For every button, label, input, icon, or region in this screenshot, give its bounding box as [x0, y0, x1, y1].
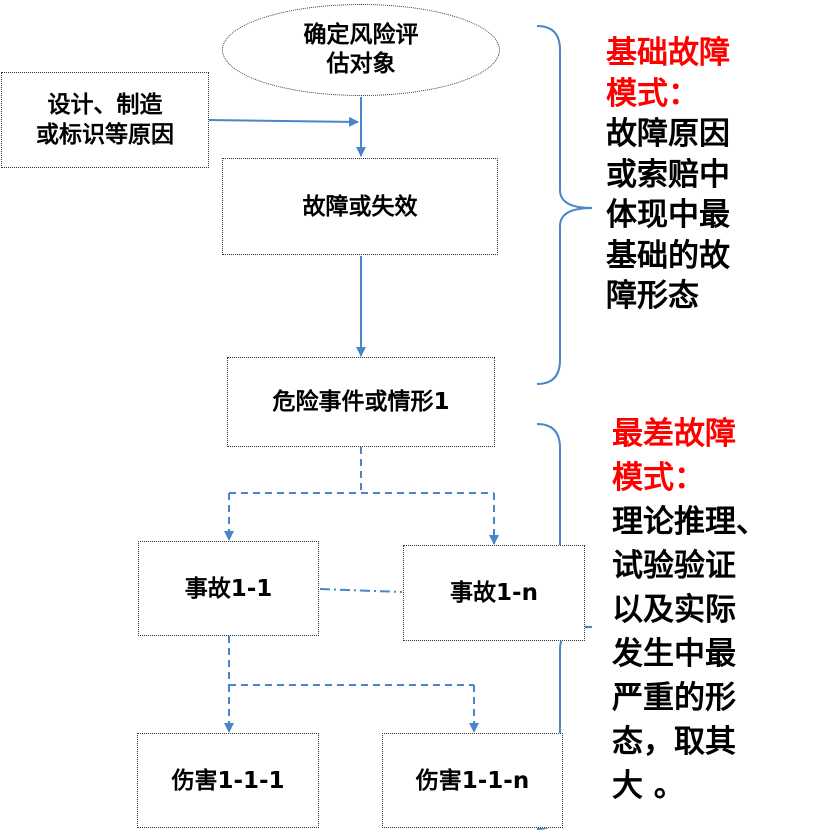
node-failure-label: 故障或失效: [302, 193, 418, 220]
node-failure: 故障或失效: [222, 158, 498, 255]
node-harm-1-1-n: 伤害1-1-n: [382, 733, 563, 828]
node-accident-1-1: 事故1-1: [138, 541, 319, 636]
node-harm-1-1-n-label: 伤害1-1-n: [415, 767, 530, 794]
note-worst-body-line-6: 态，取其: [612, 724, 736, 760]
node-hazard-event: 危险事件或情形1: [227, 357, 495, 447]
note-worst-body-line-2: 试验验证: [612, 548, 736, 584]
note-basic-body-line-2: 或索赔中: [606, 156, 730, 193]
node-assessment-object-line-2: 估对象: [326, 51, 396, 77]
note-worst-body-line-1: 理论推理、: [612, 504, 767, 540]
node-accident-1-n-label: 事故1-n: [450, 580, 538, 606]
note-basic-body-line-4: 基础的故: [606, 237, 730, 274]
note-basic-body-line-1: 故障原因: [606, 116, 730, 152]
note-basic-body-line-3: 体现中最: [606, 197, 730, 233]
node-harm-1-1-1-label: 伤害1-1-1: [171, 767, 285, 794]
note-basic-failure-mode: 基础故障 模式： 故障原因 或索赔中 体现中最 基础的故 障形态: [606, 33, 730, 317]
node-accident-1-1-label: 事故1-1: [184, 575, 273, 602]
note-basic-body-line-5: 障形态: [606, 278, 699, 314]
node-assessment-object-line-1: 确定风险评: [303, 22, 419, 48]
note-worst-failure-mode: 最差故障 模式： 理论推理、 试验验证 以及实际 发生中最 严重的形 态，取其 …: [612, 412, 767, 808]
node-assessment-object: 确定风险评 估对象: [222, 4, 500, 96]
node-hazard-event-label: 危险事件或情形1: [272, 389, 450, 415]
note-worst-body-line-5: 严重的形: [612, 680, 736, 716]
node-harm-1-1-1: 伤害1-1-1: [137, 733, 319, 828]
note-basic-title-line-1: 基础故障: [606, 35, 730, 71]
node-cause: 设计、制造 或标识等原因: [1, 72, 209, 168]
note-worst-body-line-4: 发生中最: [612, 636, 736, 672]
note-worst-title-line-2: 模式：: [612, 460, 705, 496]
note-worst-title-line-1: 最差故障: [612, 416, 736, 452]
arrow-cause-to-main: [207, 116, 359, 127]
note-basic-title-line-2: 模式：: [606, 75, 699, 112]
note-worst-body-line-7: 大 。: [612, 768, 685, 804]
node-cause-line-2: 或标识等原因: [36, 122, 174, 148]
node-accident-1-n: 事故1-n: [403, 545, 585, 641]
accident-ellipsis-link: [319, 588, 403, 593]
brace-basic-failure: [536, 25, 593, 385]
note-worst-body-line-3: 以及实际: [612, 592, 736, 628]
node-cause-line-1: 设计、制造: [47, 92, 163, 118]
